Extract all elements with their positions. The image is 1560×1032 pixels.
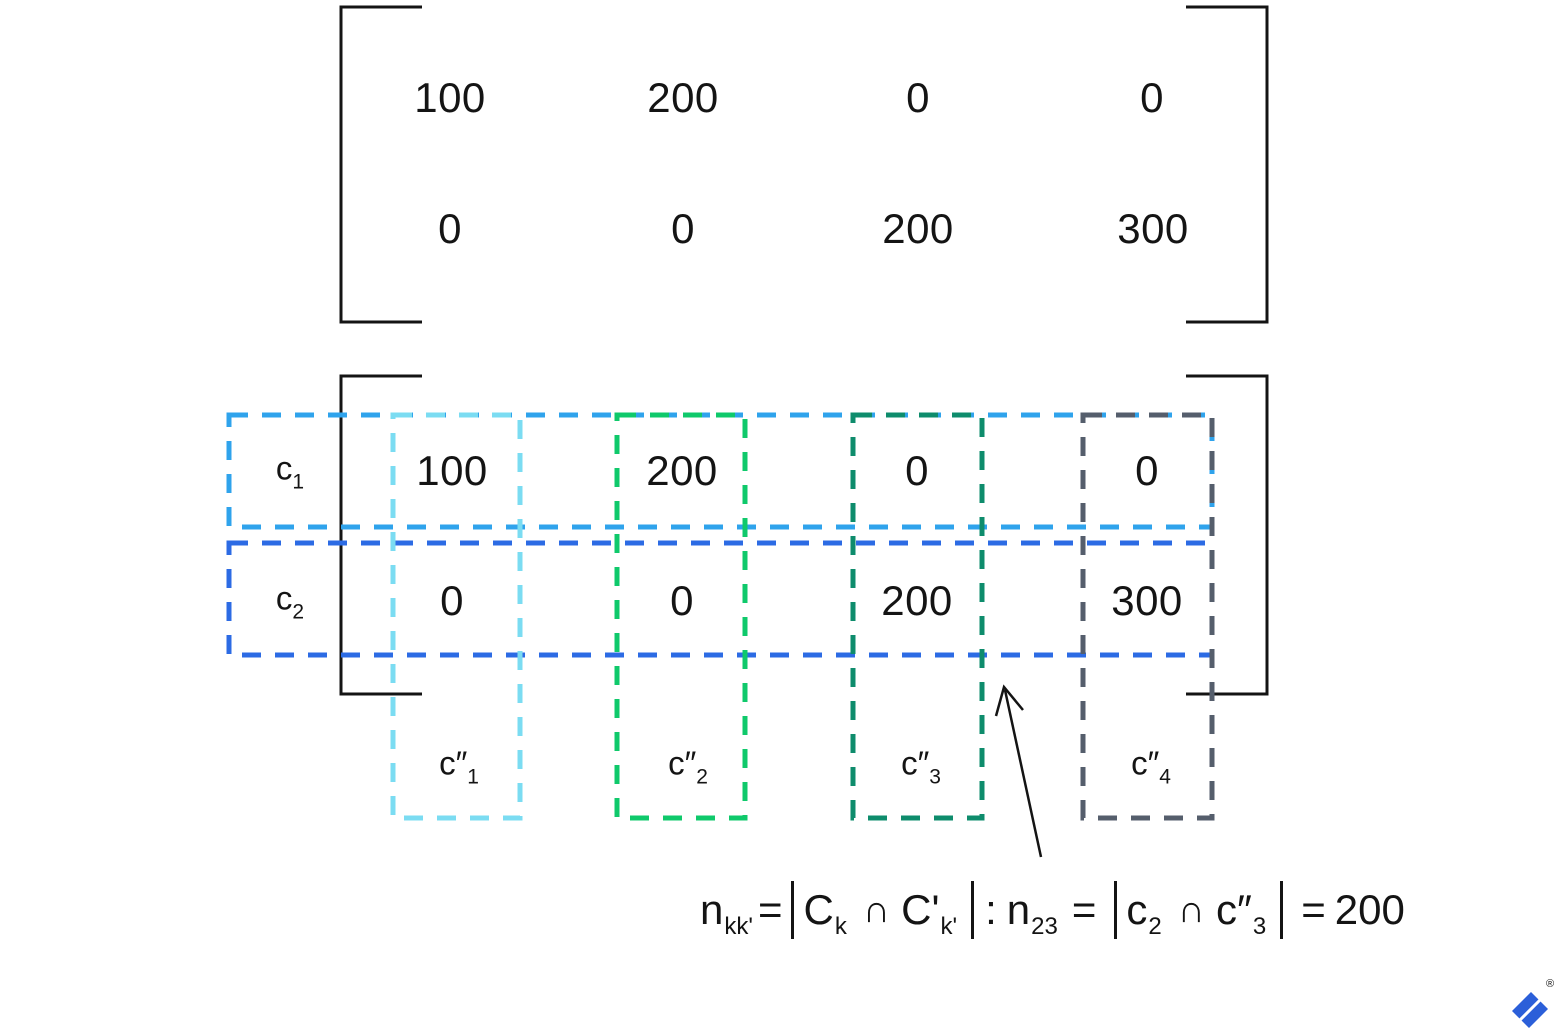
formula-set-c2: c: [1126, 886, 1148, 933]
col-label-sub: 1: [467, 765, 479, 789]
formula-equals: =: [1301, 886, 1326, 933]
matrix-cell: 100: [414, 74, 486, 121]
col-cluster-box-c2: [614, 412, 748, 821]
formula-set-Ck-sub: k: [834, 913, 847, 940]
formula-equals: =: [757, 886, 783, 933]
matrix-cell: 200: [646, 447, 718, 494]
matrix-cell: 200: [881, 577, 953, 624]
abs-bar: [1280, 881, 1284, 939]
row-label-base: c: [275, 579, 293, 617]
formula-set-Ck-prime: C': [901, 886, 940, 933]
formula-colon: :: [985, 886, 997, 933]
matrix-cell: 200: [647, 74, 719, 121]
col-label-c4: c″4: [1131, 745, 1171, 790]
formula-n-23: n: [1006, 886, 1031, 933]
formula-result: 200: [1334, 886, 1405, 933]
registered-mark: ®: [1546, 978, 1555, 990]
matrix-cell: 0: [905, 447, 929, 494]
row-cluster-box-c2: [226, 540, 1215, 658]
formula-set-c3-sub: 3: [1252, 913, 1267, 940]
row-label-c1: c1: [276, 450, 304, 495]
formula-set-c3: c″: [1216, 886, 1252, 933]
row-label-c2: c2: [276, 580, 304, 625]
formula-n-kk-sub: kk': [724, 913, 753, 940]
annotation-arrow-shaft: [1003, 689, 1043, 858]
bottom-matrix-right-bracket: [1186, 374, 1269, 696]
col-label-sub: 2: [696, 765, 708, 789]
top-matrix-right-bracket: [1186, 5, 1269, 324]
matrix-cell: 0: [1135, 447, 1159, 494]
logo-slit: [1514, 994, 1546, 1026]
formula-n-23-sub: 23: [1031, 913, 1058, 940]
matrix-cell: 0: [670, 577, 694, 624]
matrix-cell: 300: [1117, 205, 1189, 252]
col-cluster-box-c1: [390, 412, 523, 821]
col-label-c2: c″2: [668, 745, 708, 790]
col-label-base: c″: [901, 744, 930, 782]
col-label-base: c″: [668, 744, 697, 782]
top-matrix-left-bracket: [339, 5, 422, 324]
col-label-c3: c″3: [901, 745, 941, 790]
col-label-c1: c″1: [439, 745, 479, 790]
logo-upper-bar: [1512, 992, 1539, 1019]
formula-equals: =: [1071, 886, 1097, 933]
row-label-sub: 2: [292, 600, 305, 624]
logo-lower-bar: [1521, 1001, 1548, 1028]
col-label-base: c″: [1131, 744, 1160, 782]
formula-set-Ck: C: [803, 886, 834, 933]
matrix-cell: 300: [1111, 577, 1183, 624]
col-cluster-box-c4: [1080, 412, 1215, 821]
matrix-cell: 0: [906, 74, 930, 121]
intersection-symbol: ∩: [862, 888, 891, 931]
matrix-cell: 0: [438, 205, 462, 252]
annotation-arrow-head: [994, 684, 1024, 717]
col-cluster-box-c3: [850, 412, 985, 821]
row-cluster-box-c1: [226, 412, 1215, 530]
matrix-cell: 100: [416, 447, 488, 494]
abs-bar: [1114, 881, 1118, 939]
matrix-cell: 200: [882, 205, 954, 252]
row-label-base: c: [275, 449, 293, 487]
abs-bar: [971, 881, 975, 939]
bottom-matrix-left-bracket: [339, 374, 422, 696]
matrix-cell: 0: [1140, 74, 1164, 121]
matrix-cell: 0: [440, 577, 464, 624]
abs-bar: [791, 881, 795, 939]
col-label-sub: 3: [929, 765, 941, 789]
formula-set-c2-sub: 2: [1148, 913, 1162, 940]
intersection-symbol: ∩: [1177, 888, 1206, 931]
row-label-sub: 1: [292, 470, 305, 494]
col-label-sub: 4: [1159, 765, 1171, 789]
matrix-cell: 0: [671, 205, 695, 252]
formula-n-kk: n: [700, 886, 724, 933]
col-label-base: c″: [439, 744, 468, 782]
toptal-logo-icon: [1512, 992, 1548, 1028]
formula-set-Ck-prime-sub: k': [940, 913, 958, 940]
